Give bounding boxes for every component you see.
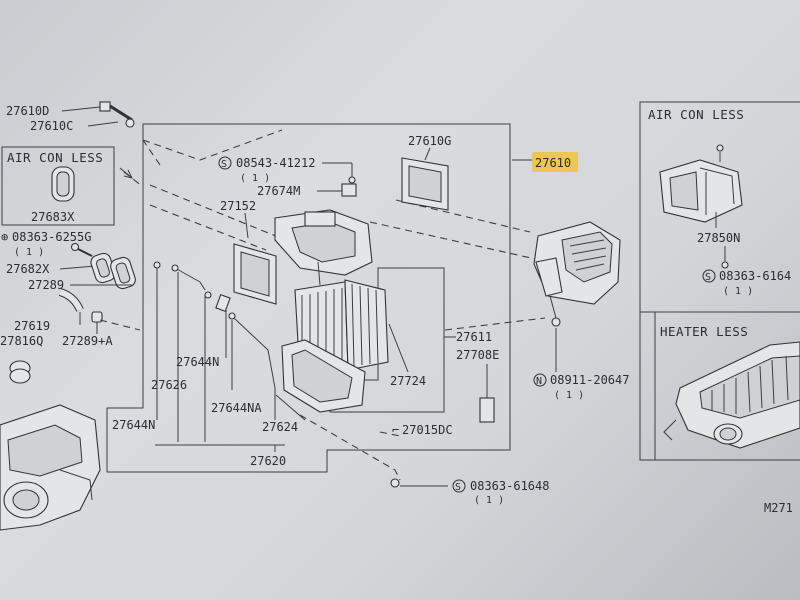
label-27610d: 27610D [6, 104, 49, 118]
label-27644na: 27644NA [211, 401, 262, 415]
drain-hose-part [58, 288, 84, 312]
heater-less-housing-part [663, 341, 800, 449]
label-27816q: 27816Q [0, 334, 43, 348]
label-27683x: 27683X [31, 210, 75, 224]
label-27611: 27611 [456, 330, 492, 344]
clip-part [341, 183, 357, 197]
filter-27152-part [233, 243, 277, 305]
aircon-less-right-title: AIR CON LESS [648, 107, 744, 122]
bolt-symbol-61648: S [455, 482, 461, 493]
bolt-6164-part [721, 261, 729, 269]
screw-symbol-27015dc: ⌐ [392, 423, 399, 437]
duct-adapter-part [659, 144, 743, 223]
upper-housing-part [274, 209, 373, 286]
label-08363-6255g: 08363-6255G [12, 230, 91, 244]
label-27619: 27619 [14, 319, 50, 333]
evaporator-subframe [329, 267, 445, 413]
label-08543-41212: 08543-41212 [236, 156, 315, 170]
label-27682x: 27682X [6, 262, 50, 276]
figure-code: M271 [764, 501, 793, 515]
filter-27610g-part [401, 157, 449, 211]
grommet-part [9, 360, 31, 384]
label-27644n-a: 27644N [176, 355, 219, 369]
label-27289: 27289 [28, 278, 64, 292]
label-27620: 27620 [250, 454, 286, 468]
bolt-symbol-6255g: ⊕ [1, 230, 8, 244]
label-27624: 27624 [262, 420, 298, 434]
bolt-symbol-08543: S [221, 159, 227, 170]
label-27674m: 27674M [257, 184, 300, 198]
aircon-less-left-box [1, 146, 115, 226]
label-27610c: 27610C [30, 119, 73, 133]
highlight-27610 [532, 152, 578, 172]
blower-unit-part [533, 221, 621, 319]
sensor-wire-part [153, 261, 306, 442]
aircon-less-left-title: AIR CON LESS [7, 150, 103, 165]
label-27610: 27610 [535, 156, 571, 170]
aircon-less-right-panel [639, 101, 800, 461]
label-27644n-b: 27644N [112, 418, 155, 432]
qty-08363-6255g: ( 1 ) [14, 247, 44, 258]
label-27610g: 27610G [408, 134, 451, 148]
heater-less-title: HEATER LESS [660, 324, 748, 339]
qty-08363-61648: ( 1 ) [474, 495, 504, 506]
gasket-pair-part [90, 252, 136, 290]
label-27626: 27626 [151, 378, 187, 392]
label-27850n: 27850N [697, 231, 740, 245]
bolt-symbol-6164: S [705, 272, 711, 283]
bolt-08911-part [551, 317, 561, 327]
label-27015dc: 27015DC [402, 423, 453, 437]
lower-housing-part [281, 339, 366, 413]
duct-seal-inner [56, 171, 70, 197]
main-assembly-frame [106, 123, 511, 473]
label-08911-20647: 08911-20647 [550, 373, 629, 387]
relay-27708e-part [479, 397, 495, 423]
label-27152: 27152 [220, 199, 256, 213]
nut-symbol-08911: N [536, 376, 542, 387]
label-08363-61648: 08363-61648 [470, 479, 549, 493]
label-27289a: 27289+A [62, 334, 113, 348]
label-27724: 27724 [390, 374, 426, 388]
qty-08911-20647: ( 1 ) [554, 390, 584, 401]
label-27708e: 27708E [456, 348, 499, 362]
qty-08543-41212: ( 1 ) [240, 173, 270, 184]
vehicle-body-fragment [0, 404, 101, 531]
screw-part [348, 176, 356, 184]
label-08363-6164: 08363-6164 [719, 269, 791, 283]
bolt-61648-part [390, 478, 400, 488]
small-bolt-part [70, 242, 93, 257]
qty-08363-6164: ( 1 ) [723, 286, 753, 297]
bolt-part [99, 101, 135, 128]
